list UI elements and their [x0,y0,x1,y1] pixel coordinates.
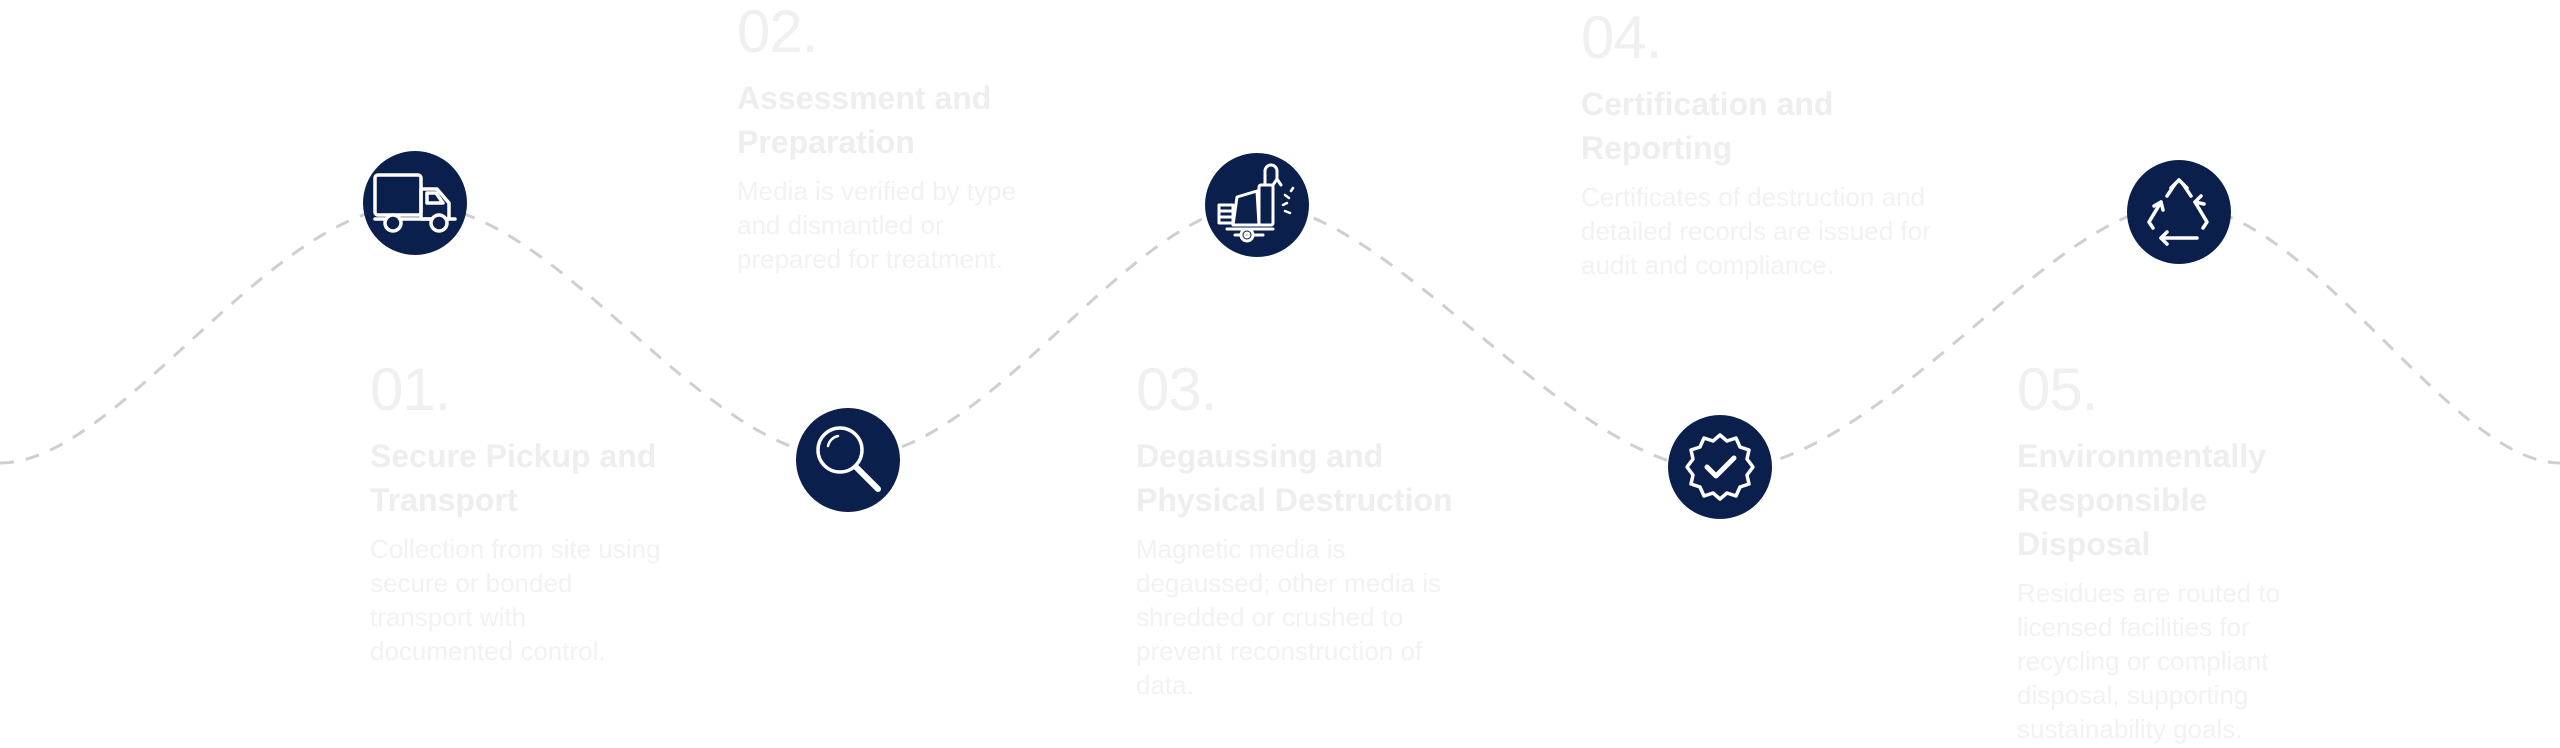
recycle-icon [2147,178,2209,246]
step-title: Secure Pickup and Transport [370,438,657,518]
verified-badge-icon [1685,433,1755,501]
step-title: Degaussing and Physical Destruction [1136,438,1453,518]
step-5: 05. Environmentally Responsible Disposal… [2017,360,2307,746]
truck-icon [373,173,457,233]
step-2: 02. Assessment and Preparation Media is … [737,2,1017,276]
step-number: 02. [737,0,818,65]
shredder-machine-icon [1217,163,1295,243]
step-description: Magnetic media is degaussed; other media… [1136,534,1441,700]
step-number: 05. [2017,356,2098,423]
step-description: Collection from site using secure or bon… [370,534,661,666]
step-description: Media is verified by type and dismantled… [737,176,1016,274]
step-number: 01. [370,356,451,423]
step-number: 04. [1581,4,1662,71]
step-2-node [796,408,900,512]
step-title: Environmentally Responsible Disposal [2017,438,2266,562]
step-4-node [1668,415,1772,519]
step-1: 01. Secure Pickup and Transport Collecti… [370,360,670,668]
step-3: 03. Degaussing and Physical Destruction … [1136,360,1486,702]
step-title: Assessment and Preparation [737,80,992,160]
step-1-node [363,151,467,255]
step-title: Certification and Reporting [1581,86,1834,166]
step-description: Certificates of destruction and detailed… [1581,182,1931,280]
step-description: Residues are routed to licensed faciliti… [2017,578,2281,744]
magnifier-icon [816,426,881,492]
step-4: 04. Certification and Reporting Certific… [1581,8,1931,282]
step-5-node [2127,160,2231,264]
step-3-node [1205,153,1309,257]
step-number: 03. [1136,356,1217,423]
